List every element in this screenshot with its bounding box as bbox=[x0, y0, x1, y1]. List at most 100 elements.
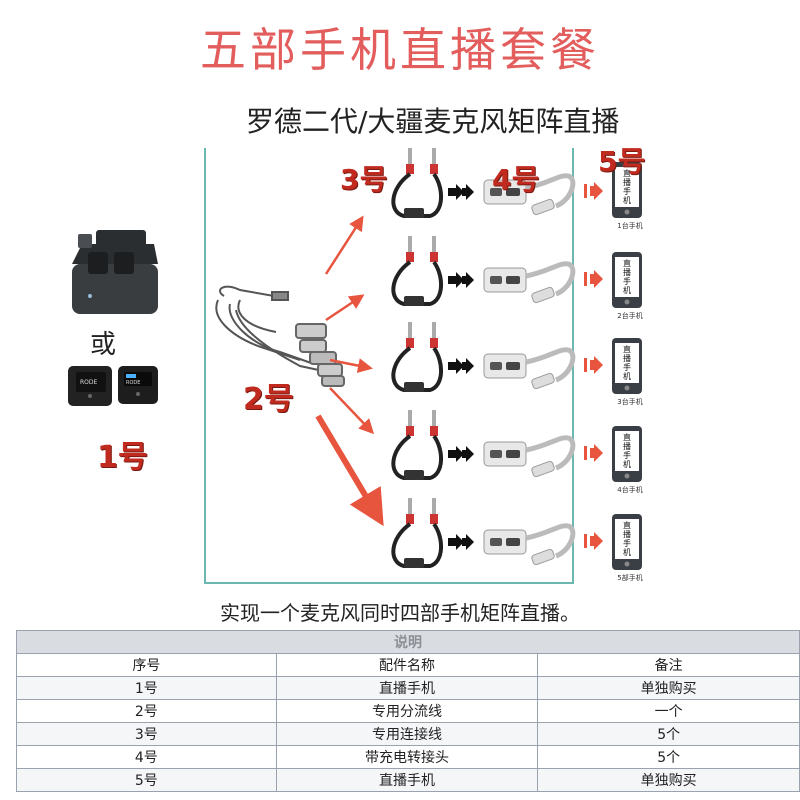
label-4: 4号 bbox=[492, 163, 540, 196]
phone-screen-text: 手 bbox=[623, 362, 631, 372]
coiled-cable-icon bbox=[391, 236, 443, 306]
black-arrow-icon bbox=[448, 446, 474, 462]
phone-screen-text: 机 bbox=[623, 547, 631, 557]
setup-row: 直播手机 2台手机 bbox=[391, 236, 643, 320]
red-arrow-icon bbox=[584, 444, 603, 462]
red-arrow-icon bbox=[584, 356, 603, 374]
charging-adapter-icon bbox=[483, 347, 576, 390]
arrow-to-cable-2 bbox=[325, 294, 365, 322]
phone-screen-text: 播 bbox=[623, 267, 631, 277]
red-arrow-icon bbox=[584, 270, 603, 288]
arrow-to-cable-1 bbox=[324, 215, 364, 275]
phone-screen-text: 手 bbox=[623, 538, 631, 548]
phone-screen-text: 直 bbox=[623, 344, 631, 354]
column-header: 配件名称 bbox=[275, 653, 539, 677]
black-arrow-icon bbox=[448, 184, 474, 200]
label-5: 5号 bbox=[598, 145, 646, 178]
page-subtitle: 罗德二代/大疆麦克风矩阵直播 bbox=[246, 105, 620, 138]
table-cell: 5个 bbox=[537, 745, 800, 769]
phone-screen-text: 播 bbox=[623, 529, 631, 539]
charging-adapter-icon bbox=[483, 261, 576, 304]
smartphone-icon: 直播手机 bbox=[612, 252, 642, 308]
phone-screen-text: 机 bbox=[623, 195, 631, 205]
or-text: 或 bbox=[90, 330, 117, 360]
mic-charging-case-icon bbox=[72, 230, 158, 314]
table-cell: 4号 bbox=[16, 745, 277, 769]
table-cell: 直播手机 bbox=[275, 768, 539, 792]
setup-row: 直播手机 4台手机 bbox=[391, 410, 643, 494]
phone-screen-text: 机 bbox=[623, 459, 631, 469]
diagram-caption: 实现一个麦克风同时四部手机矩阵直播。 bbox=[220, 601, 580, 625]
arrow-to-cable-3 bbox=[329, 358, 373, 374]
phone-caption: 2台手机 bbox=[617, 311, 642, 320]
coiled-cable-icon bbox=[391, 498, 443, 568]
red-arrow-icon bbox=[584, 532, 603, 550]
column-header: 备注 bbox=[537, 653, 800, 677]
phone-screen-text: 播 bbox=[623, 441, 631, 451]
phone-screen-text: 直 bbox=[623, 520, 631, 530]
label-2: 2号 bbox=[243, 382, 294, 417]
phone-screen-text: 手 bbox=[623, 276, 631, 286]
table-cell: 5号 bbox=[16, 768, 277, 792]
table-cell: 专用连接线 bbox=[275, 722, 539, 746]
page-title: 五部手机直播套餐 bbox=[200, 23, 600, 77]
black-arrow-icon bbox=[448, 272, 474, 288]
phone-caption: 3台手机 bbox=[617, 397, 642, 406]
wireless-mic-transmitters-icon: RODE RODE bbox=[68, 366, 158, 406]
table-row: 4号 带充电转接头 5个 bbox=[16, 745, 800, 769]
phone-screen-text: 直 bbox=[623, 258, 631, 268]
black-arrow-icon bbox=[448, 358, 474, 374]
red-arrow-icon bbox=[584, 182, 603, 200]
table-cell: 专用分流线 bbox=[275, 699, 539, 723]
table-row: 2号 专用分流线 一个 bbox=[16, 699, 800, 723]
label-3: 3号 bbox=[340, 163, 388, 196]
mic-brand-text-2: RODE bbox=[126, 380, 140, 386]
column-header: 序号 bbox=[16, 653, 277, 677]
arrow-to-cable-5 bbox=[315, 414, 384, 527]
coiled-cable-icon bbox=[391, 410, 443, 480]
smartphone-icon: 直播手机 bbox=[612, 162, 642, 218]
smartphone-icon: 直播手机 bbox=[612, 338, 642, 394]
accessory-table: 说明 序号 配件名称 备注 1号 直播手机 单独购买 2号 专用分流线 一个 3… bbox=[16, 630, 800, 792]
table-cell: 带充电转接头 bbox=[275, 745, 539, 769]
charging-adapter-icon bbox=[483, 523, 576, 566]
table-cell: 3号 bbox=[16, 722, 277, 746]
table-cell: 一个 bbox=[537, 699, 800, 723]
connection-diagram: RODE RODE 直播手机1台手机直播手机2台手机直播手机3台手机直播手机4台… bbox=[68, 148, 643, 582]
coiled-cable-icon bbox=[391, 322, 443, 392]
setup-row: 直播手机 1台手机 bbox=[391, 148, 643, 230]
phone-screen-text: 直 bbox=[623, 168, 631, 178]
table-row: 5号 直播手机 单独购买 bbox=[16, 768, 800, 792]
coiled-cable-icon bbox=[391, 148, 443, 218]
table-cell: 单独购买 bbox=[537, 768, 800, 792]
phone-screen-text: 手 bbox=[623, 186, 631, 196]
splitter-cable-icon bbox=[215, 285, 345, 387]
phone-screen-text: 直 bbox=[623, 432, 631, 442]
table-cell: 5个 bbox=[537, 722, 800, 746]
mic-brand-text: RODE bbox=[80, 379, 98, 386]
phone-screen-text: 播 bbox=[623, 353, 631, 363]
table-cell: 单独购买 bbox=[537, 676, 800, 700]
table-cell: 1号 bbox=[16, 676, 277, 700]
phone-screen-text: 手 bbox=[623, 450, 631, 460]
smartphone-icon: 直播手机 bbox=[612, 514, 642, 570]
label-1: 1号 bbox=[97, 440, 148, 475]
setup-row: 直播手机 5部手机 bbox=[391, 498, 643, 582]
table-row: 1号 直播手机 单独购买 bbox=[16, 676, 800, 700]
phone-screen-text: 机 bbox=[623, 371, 631, 381]
table-row: 3号 专用连接线 5个 bbox=[16, 722, 800, 746]
phone-caption: 4台手机 bbox=[617, 485, 642, 494]
table-heading: 说明 bbox=[16, 630, 800, 654]
smartphone-icon: 直播手机 bbox=[612, 426, 642, 482]
phone-screen-text: 播 bbox=[623, 177, 631, 187]
phone-caption: 5部手机 bbox=[617, 573, 642, 582]
arrow-to-cable-4 bbox=[329, 387, 375, 435]
phone-caption: 1台手机 bbox=[617, 221, 642, 230]
charging-adapter-icon bbox=[483, 173, 576, 216]
splitter-arrows bbox=[315, 215, 384, 527]
table-cell: 直播手机 bbox=[275, 676, 539, 700]
black-arrow-icon bbox=[448, 534, 474, 550]
setup-row: 直播手机 3台手机 bbox=[391, 322, 643, 406]
charging-adapter-icon bbox=[483, 435, 576, 478]
table-cell: 2号 bbox=[16, 699, 277, 723]
